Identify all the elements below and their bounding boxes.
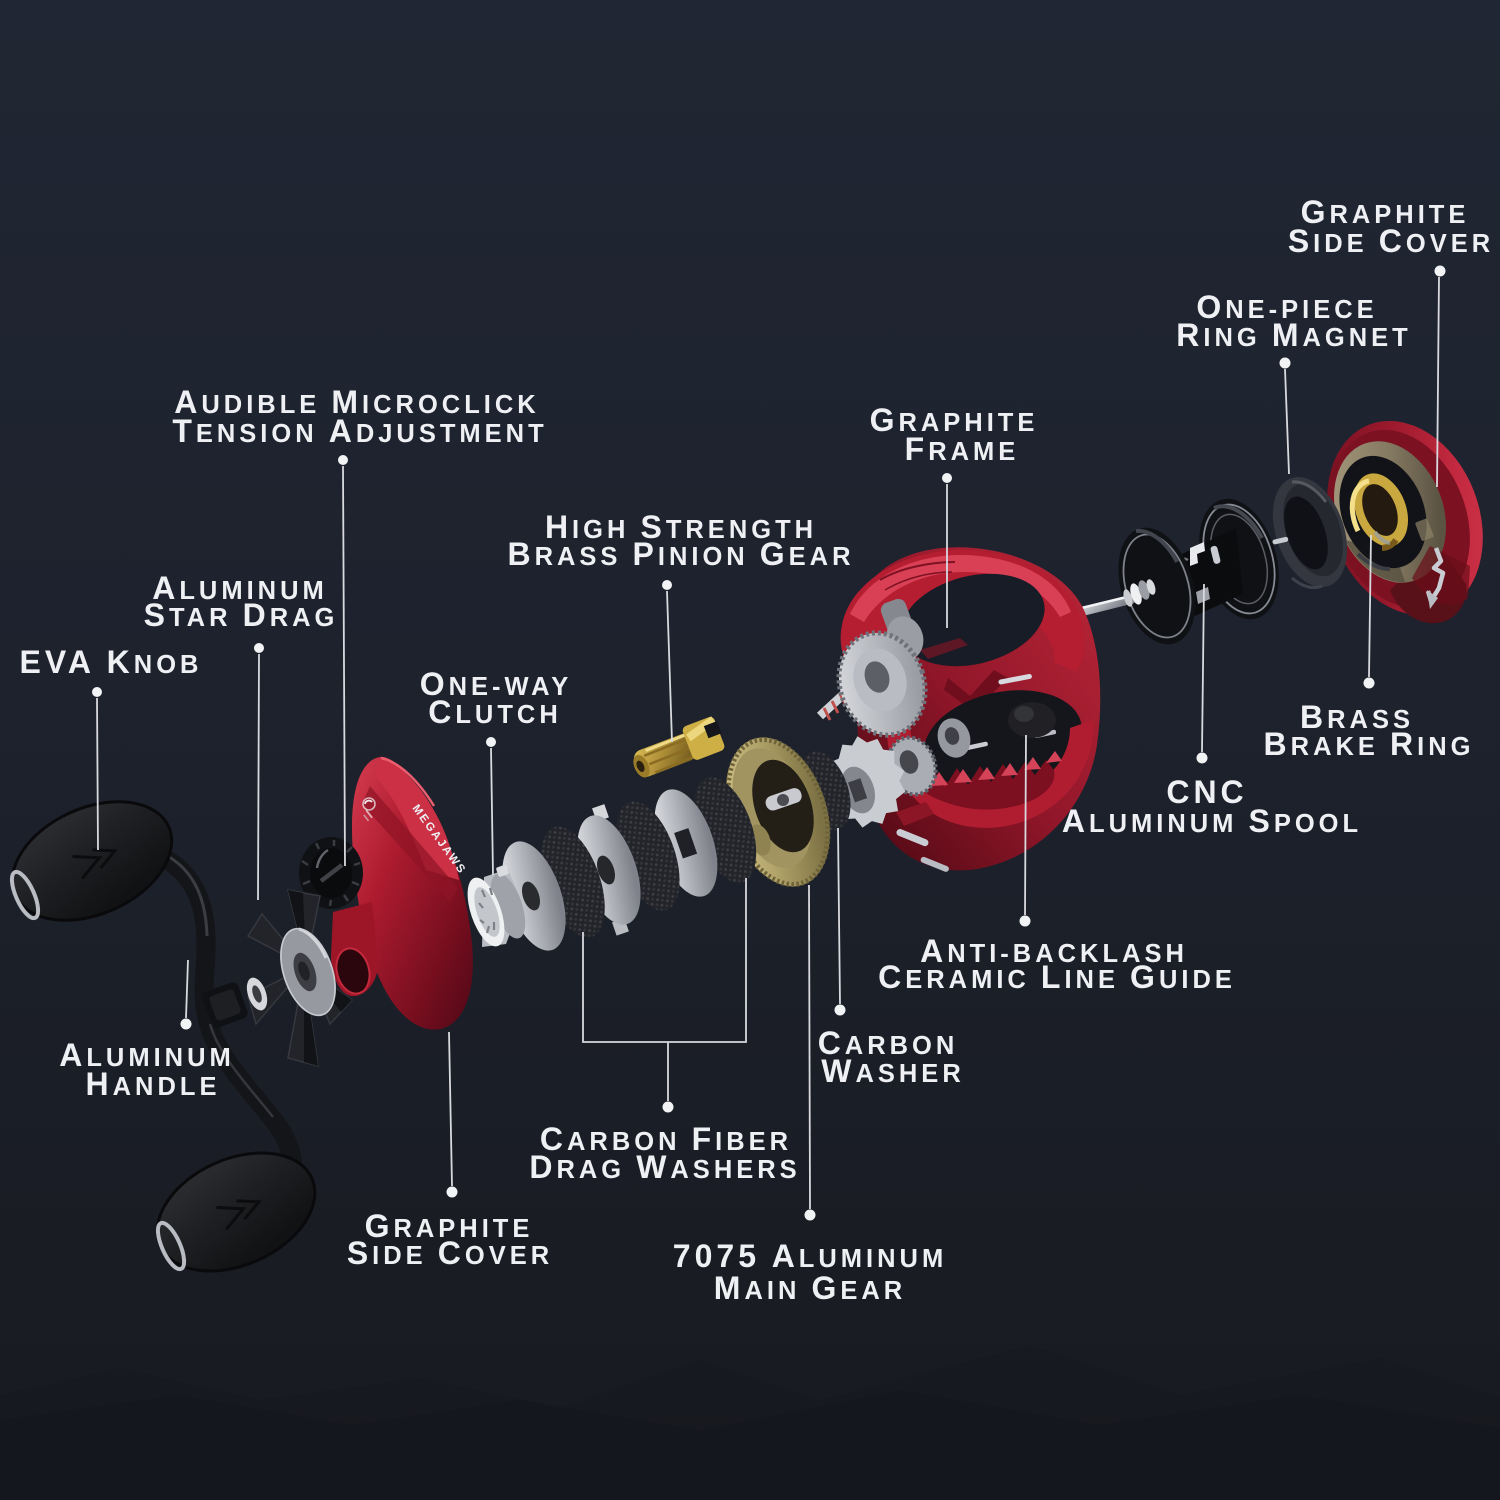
svg-text:AUDIBLE MICROCLICK: AUDIBLE MICROCLICK [174, 384, 539, 420]
svg-text:ALUMINUM SPOOL: ALUMINUM SPOOL [1062, 803, 1362, 839]
svg-text:CARBON: CARBON [818, 1025, 959, 1061]
svg-text:HANDLE: HANDLE [86, 1066, 221, 1102]
svg-text:ONE-PIECE: ONE-PIECE [1196, 289, 1377, 325]
svg-text:BRASS PINION GEAR: BRASS PINION GEAR [507, 536, 854, 572]
svg-text:ANTI-BACKLASH: ANTI-BACKLASH [920, 933, 1188, 969]
svg-text:BRASS: BRASS [1300, 699, 1414, 735]
svg-text:EVA KNOB: EVA KNOB [20, 644, 203, 680]
svg-text:ONE-WAY: ONE-WAY [420, 666, 573, 702]
svg-text:STAR DRAG: STAR DRAG [144, 597, 339, 633]
svg-text:7075 ALUMINUM: 7075 ALUMINUM [673, 1238, 947, 1274]
svg-text:CERAMIC LINE GUIDE: CERAMIC LINE GUIDE [878, 959, 1236, 995]
svg-text:ALUMINUM: ALUMINUM [59, 1037, 235, 1073]
svg-text:TENSION ADJUSTMENT: TENSION ADJUSTMENT [172, 413, 547, 449]
svg-text:CLUTCH: CLUTCH [428, 694, 562, 730]
svg-text:GRAPHITE: GRAPHITE [365, 1208, 534, 1244]
svg-text:DRAG WASHERS: DRAG WASHERS [529, 1149, 800, 1185]
svg-text:CNC: CNC [1166, 774, 1247, 810]
svg-text:ALUMINUM: ALUMINUM [152, 570, 328, 606]
svg-text:FRAME: FRAME [905, 431, 1020, 467]
svg-text:HIGH STRENGTH: HIGH STRENGTH [545, 509, 817, 545]
svg-text:SIDE COVER: SIDE COVER [347, 1235, 553, 1271]
svg-text:GRAPHITE: GRAPHITE [870, 402, 1039, 438]
svg-text:MAIN GEAR: MAIN GEAR [714, 1270, 906, 1306]
svg-text:CARBON FIBER: CARBON FIBER [540, 1121, 792, 1157]
svg-text:SIDE COVER: SIDE COVER [1288, 223, 1494, 259]
svg-text:RING MAGNET: RING MAGNET [1176, 317, 1411, 353]
svg-text:BRAKE RING: BRAKE RING [1264, 726, 1475, 762]
svg-text:GRAPHITE: GRAPHITE [1301, 194, 1470, 230]
svg-text:WASHER: WASHER [821, 1053, 964, 1089]
